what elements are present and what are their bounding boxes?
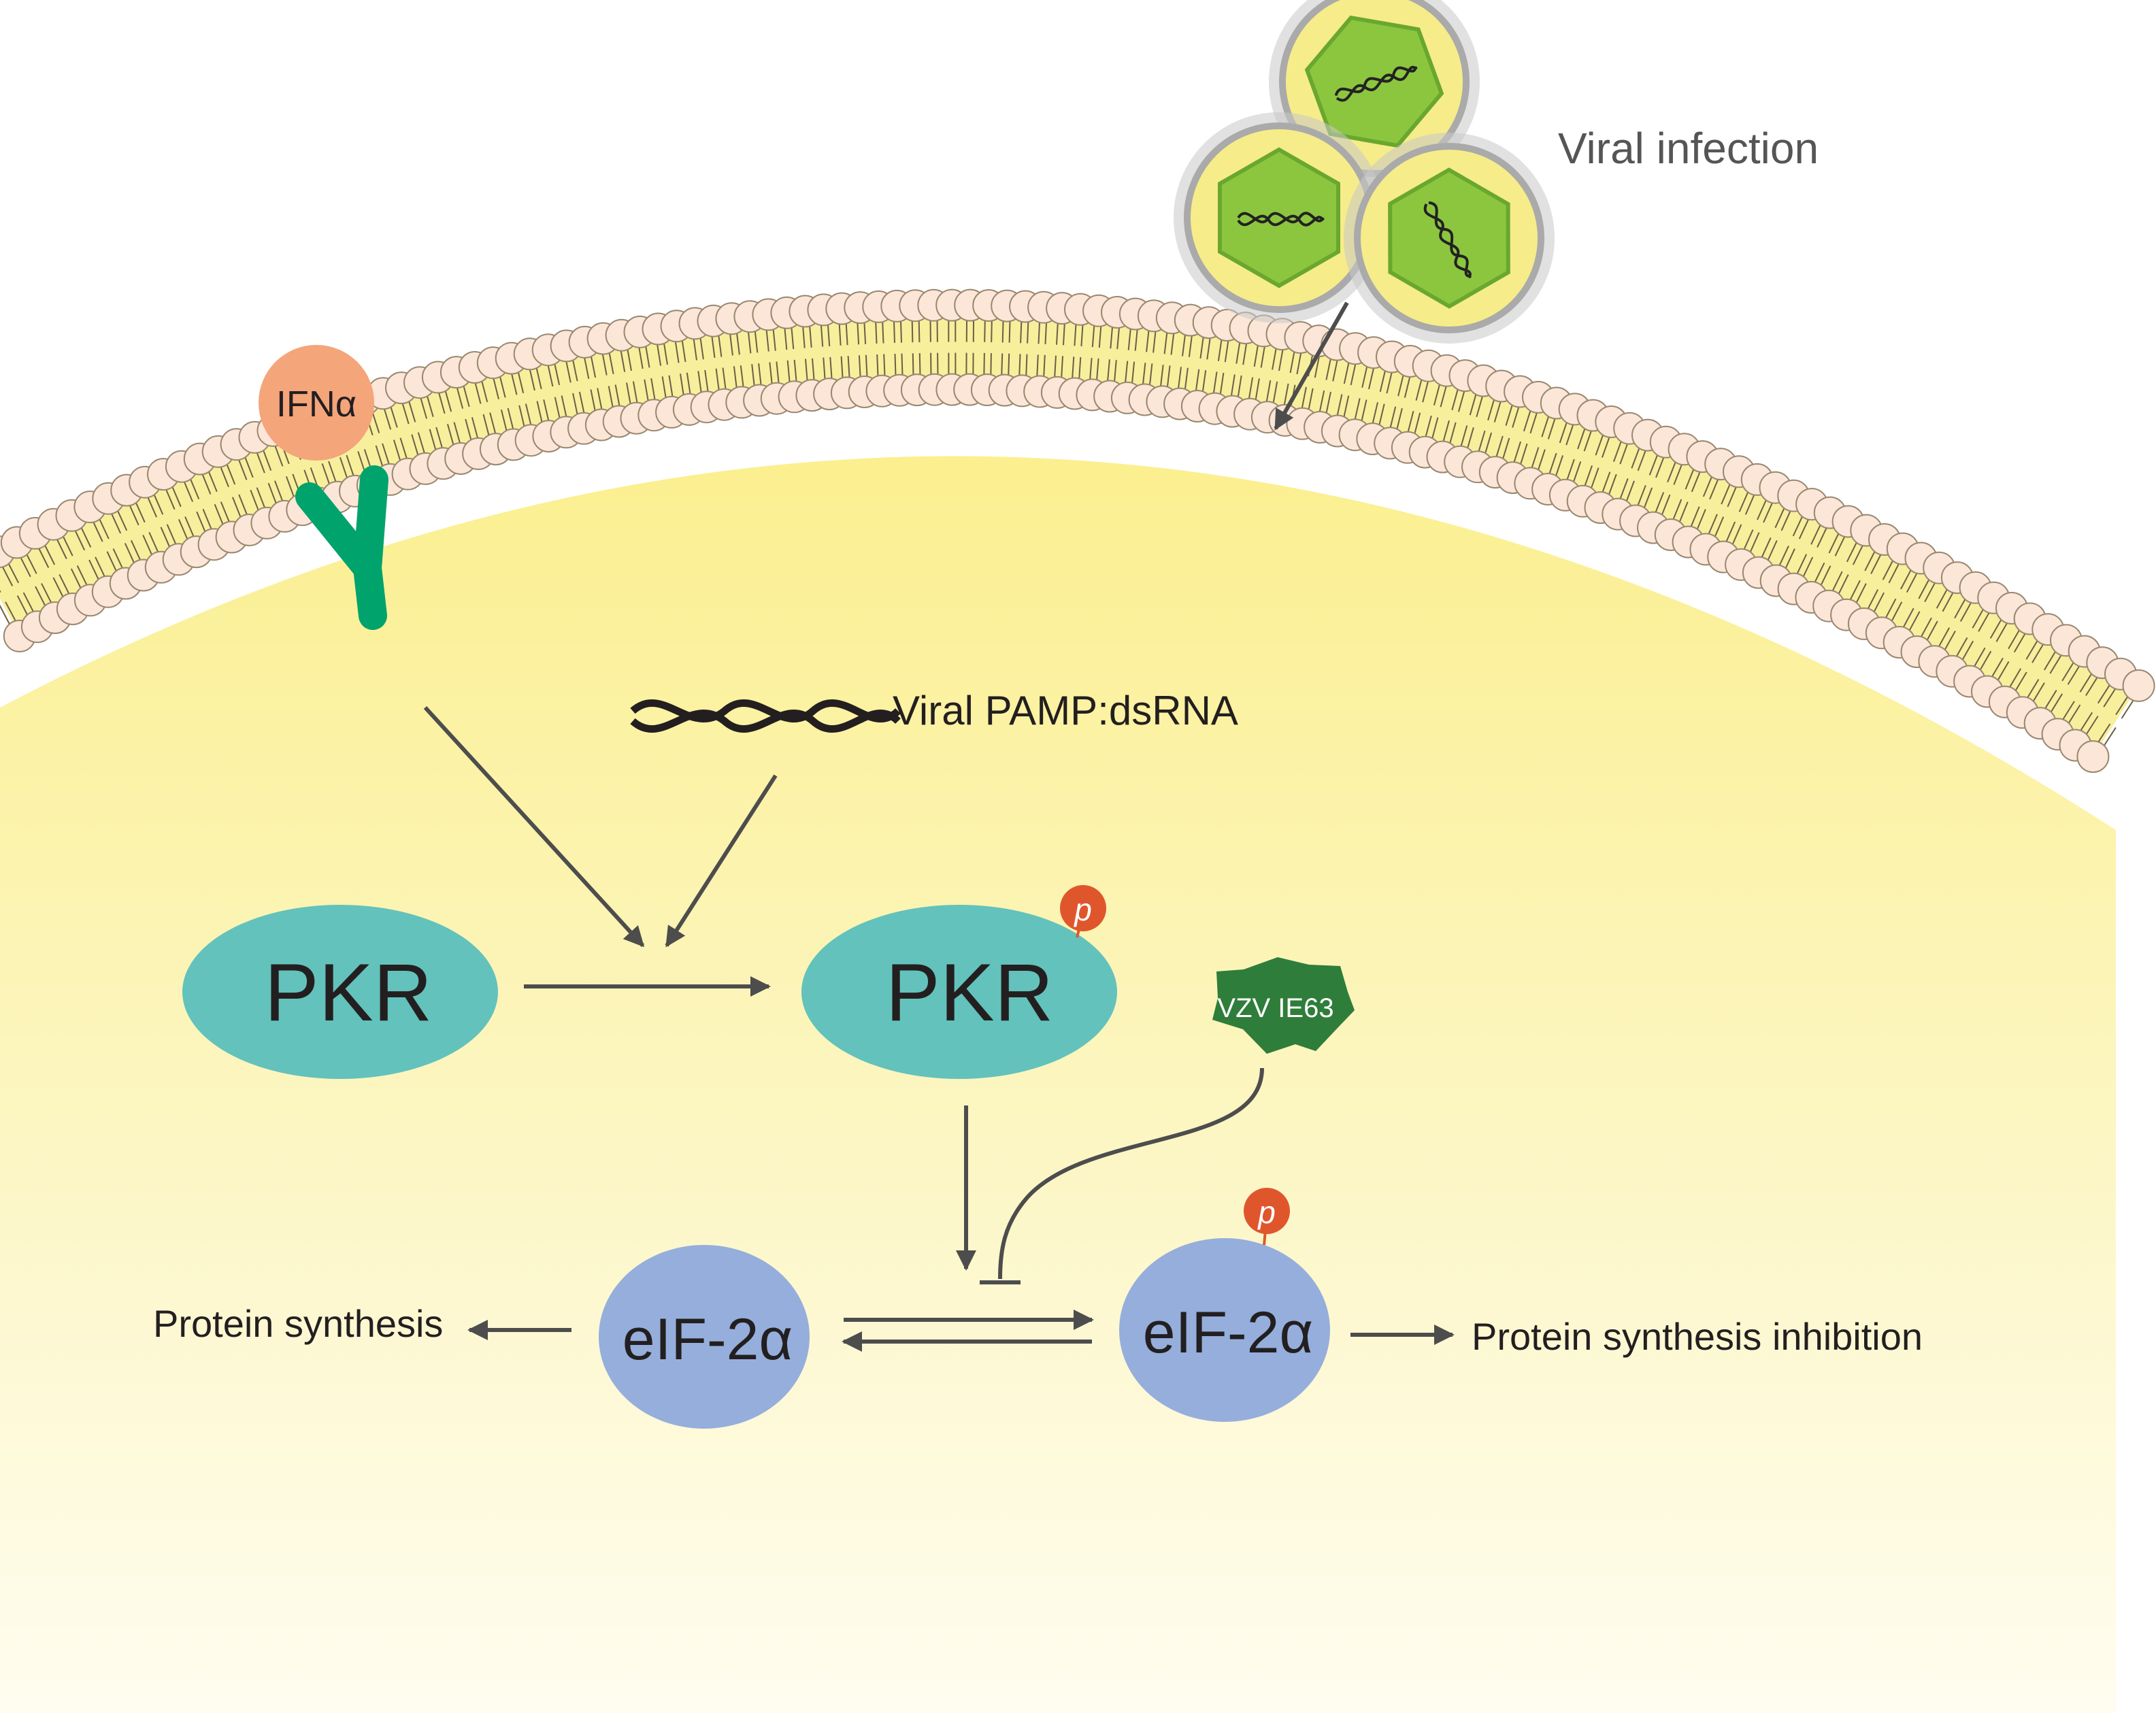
ifn-alpha-label: IFNα: [276, 384, 356, 425]
protein-synthesis-label: Protein synthesis: [153, 1302, 443, 1345]
lipid-head: [2122, 669, 2155, 702]
cytoplasm: [0, 456, 2116, 1713]
eif2a-phosphorylated: [1119, 1238, 1330, 1422]
pkr-inactive: [182, 905, 498, 1079]
infection-arrow: [1274, 301, 1349, 431]
viral-infection-label: Viral infection: [1558, 124, 1819, 173]
dsrna-to-pkr-arrow: [665, 774, 778, 948]
pkr-active: [801, 905, 1117, 1079]
vzv-inhibition-line: [998, 1067, 1264, 1280]
pkr-phospho-label: p: [1073, 892, 1092, 927]
protein-synthesis-inhibition-label: Protein synthesis inhibition: [1472, 1315, 1923, 1358]
eif2a-unphosphorylated: [599, 1245, 810, 1429]
vzv-star-icon: [1212, 957, 1355, 1054]
viral-pamp-label: Viral PAMP:dsRNA: [893, 688, 1238, 733]
dsrna-helix-icon: [630, 699, 901, 733]
eif-phospho-label: p: [1257, 1195, 1276, 1230]
vzv-ie63-label: VZV IE63: [1217, 993, 1333, 1023]
y-receptor-icon: [295, 465, 388, 630]
pkr-active-label: PKR: [886, 947, 1054, 1038]
eif2a-left-label: eIF-2α: [623, 1307, 793, 1372]
phosphate-pin-icon: p: [1060, 885, 1106, 938]
eif2a-right-label: eIF-2α: [1143, 1300, 1313, 1365]
lipid-head: [2076, 740, 2110, 774]
ifn-to-pkr-arrow: [423, 705, 645, 948]
pkr-inactive-label: PKR: [265, 947, 433, 1038]
phosphate-pin-icon: p: [1244, 1188, 1290, 1246]
ifn-alpha-ligand: [259, 345, 374, 461]
